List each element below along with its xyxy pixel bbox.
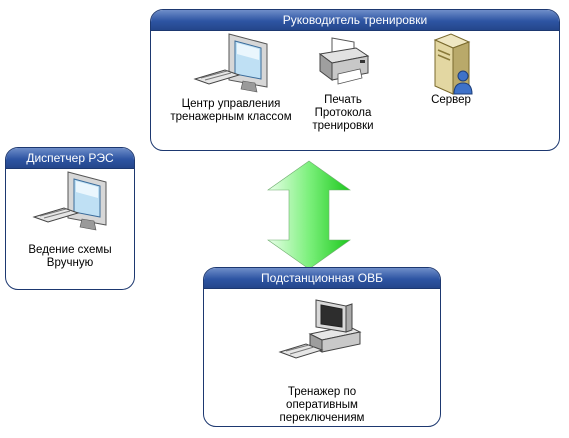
node-printer: Печать Протокола тренировки (303, 36, 383, 133)
server-label: Сервер (431, 94, 471, 106)
trainer-label-line1: Тренажер по (287, 386, 357, 398)
node-control-center: Центр управления тренажерным классом (151, 32, 311, 124)
node-trainer: Тренажер по оперативным переключениям (204, 296, 440, 425)
double-arrow-connector (267, 160, 351, 270)
desktop-computer-icon (278, 299, 362, 359)
panel-title: Подстанционная ОВБ (204, 268, 440, 289)
printer-label-line3: тренировки (312, 120, 374, 132)
panel-title: Руководитель тренировки (151, 10, 559, 31)
control-center-label-line2: тренажерным классом (170, 111, 292, 123)
monitor-keyboard-icon (193, 33, 268, 93)
monitor-keyboard-icon (32, 171, 107, 231)
manual-scheme-label-line2: Вручную (46, 257, 94, 269)
printer-icon (318, 37, 370, 85)
panel-title: Диспетчер РЭС (6, 148, 134, 169)
node-manual-scheme: Ведение схемы Вручную (6, 170, 134, 270)
printer-label-line1: Печать (324, 94, 362, 106)
control-center-label-line1: Центр управления (181, 98, 281, 110)
panel-dispatcher: Диспетчер РЭС Ведение схемы Вручную (5, 147, 135, 290)
trainer-label-line2: оперативным (286, 399, 358, 411)
server-user-icon (433, 33, 473, 95)
manual-scheme-label-line1: Ведение схемы (28, 244, 112, 256)
node-server: Сервер (411, 32, 491, 107)
panel-training-lead: Руководитель тренировки Центр управления… (150, 9, 560, 151)
printer-label-line2: Протокола (314, 107, 372, 119)
panel-substation: Подстанционная ОВБ Тренажер по оперативн… (203, 267, 441, 427)
trainer-label-line3: переключениям (279, 412, 365, 424)
